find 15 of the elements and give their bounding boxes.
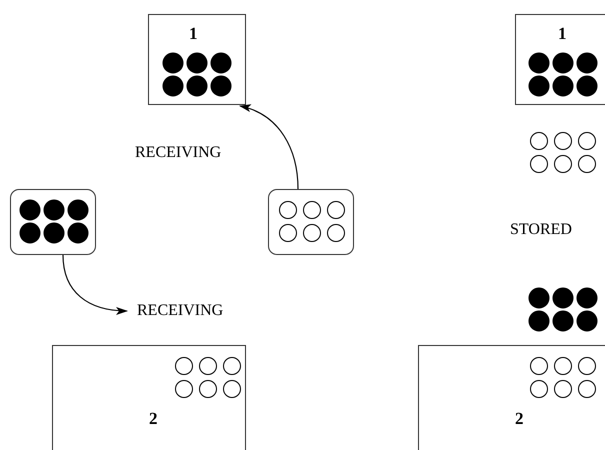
curved-arrow	[239, 105, 299, 190]
location-box	[515, 14, 605, 105]
location-number: 1	[189, 25, 198, 42]
location-box	[418, 345, 605, 450]
tray-card	[10, 189, 96, 255]
location-number: 2	[149, 410, 158, 427]
state-label: STORED	[510, 222, 572, 238]
location-number: 2	[515, 410, 524, 427]
curved-arrow	[62, 254, 128, 315]
tray-card	[268, 189, 354, 255]
state-label: RECEIVING	[135, 145, 222, 161]
location-box	[52, 345, 246, 450]
state-label: RECEIVING	[137, 302, 255, 320]
location-number: 1	[558, 25, 566, 42]
location-box	[148, 14, 246, 105]
